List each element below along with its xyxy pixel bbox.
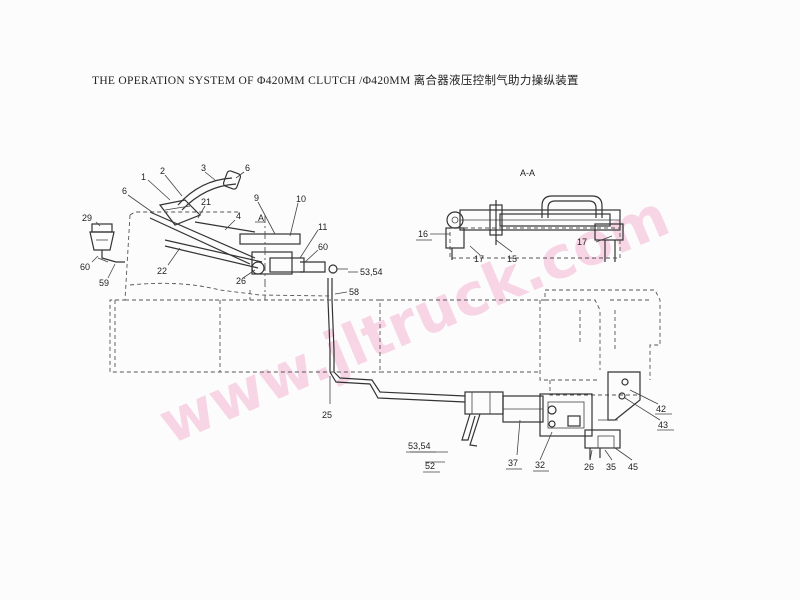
- part-label: 9: [254, 193, 259, 203]
- part-label: 32: [535, 460, 545, 470]
- part-label: 42: [656, 404, 666, 414]
- part-label: 6: [245, 163, 250, 173]
- part-label: 52: [425, 461, 435, 471]
- part-label: 53,54: [408, 441, 431, 451]
- booster-assembly: [461, 371, 641, 460]
- part-label: 53,54: [360, 267, 383, 277]
- label-underlines: [406, 239, 674, 473]
- part-label: 43: [658, 420, 668, 430]
- part-label: 16: [418, 229, 428, 239]
- part-label: 6: [122, 186, 127, 196]
- section-label: A-A: [520, 168, 535, 178]
- part-label: 22: [157, 266, 167, 276]
- part-label: 35: [606, 462, 616, 472]
- part-label: 37: [508, 458, 518, 468]
- part-label: 26: [584, 462, 594, 472]
- hydraulic-pipe: [329, 371, 466, 403]
- part-label: 60: [318, 242, 328, 252]
- section-a-a-view: [445, 195, 624, 262]
- part-label: 10: [296, 194, 306, 204]
- part-label: 1: [141, 172, 146, 182]
- part-label: 4: [236, 211, 241, 221]
- part-label: 3: [201, 163, 206, 173]
- part-label: 59: [99, 278, 109, 288]
- section-mark: A: [258, 213, 264, 223]
- part-label: 17: [577, 237, 587, 247]
- pedal-assembly: [149, 170, 348, 372]
- part-label: 21: [201, 197, 211, 207]
- part-label: 26: [236, 276, 246, 286]
- part-label: 17: [474, 254, 484, 264]
- part-label: 11: [318, 222, 327, 232]
- part-label: 15: [507, 254, 517, 264]
- watermark-text: www.jltruck.com: [149, 182, 678, 458]
- part-label: 29: [82, 213, 92, 223]
- part-label: 25: [322, 410, 332, 420]
- drawing-title: THE OPERATION SYSTEM OF Φ420MM CLUTCH /Φ…: [92, 75, 579, 87]
- part-label: 58: [349, 287, 359, 297]
- watermark: www.jltruck.com: [149, 182, 678, 458]
- part-label: 2: [160, 166, 165, 176]
- chassis-outline: [109, 211, 661, 396]
- part-label: 60: [80, 262, 90, 272]
- part-label: 45: [628, 462, 638, 472]
- part-labels: 1 2 3 6 6 21 4 9 10 11 A 29 60 60 22 59 …: [80, 163, 668, 472]
- fluid-reservoir: [89, 223, 125, 263]
